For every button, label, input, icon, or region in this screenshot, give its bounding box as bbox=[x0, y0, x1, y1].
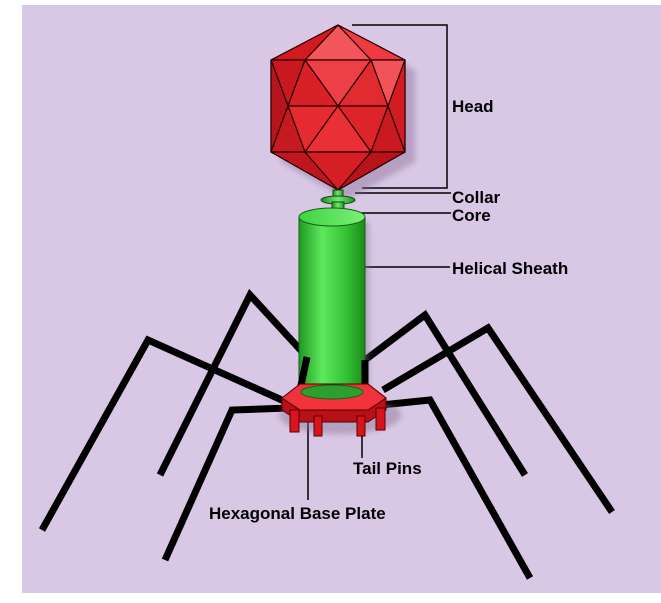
tail-pin bbox=[314, 416, 322, 436]
helical-sheath bbox=[299, 208, 369, 397]
tail-pin bbox=[376, 408, 385, 430]
label-head: Head bbox=[452, 97, 494, 116]
sheath-body bbox=[299, 217, 365, 395]
base-plate-hub bbox=[301, 385, 363, 399]
label-tail-pins: Tail Pins bbox=[353, 459, 422, 478]
tail-pin bbox=[290, 410, 299, 432]
label-helical-sheath: Helical Sheath bbox=[452, 259, 568, 278]
sheath-top bbox=[299, 208, 365, 226]
label-collar: Collar bbox=[452, 188, 501, 207]
label-base-plate: Hexagonal Base Plate bbox=[209, 504, 386, 523]
label-core: Core bbox=[452, 206, 491, 225]
tail-pin bbox=[357, 416, 365, 436]
